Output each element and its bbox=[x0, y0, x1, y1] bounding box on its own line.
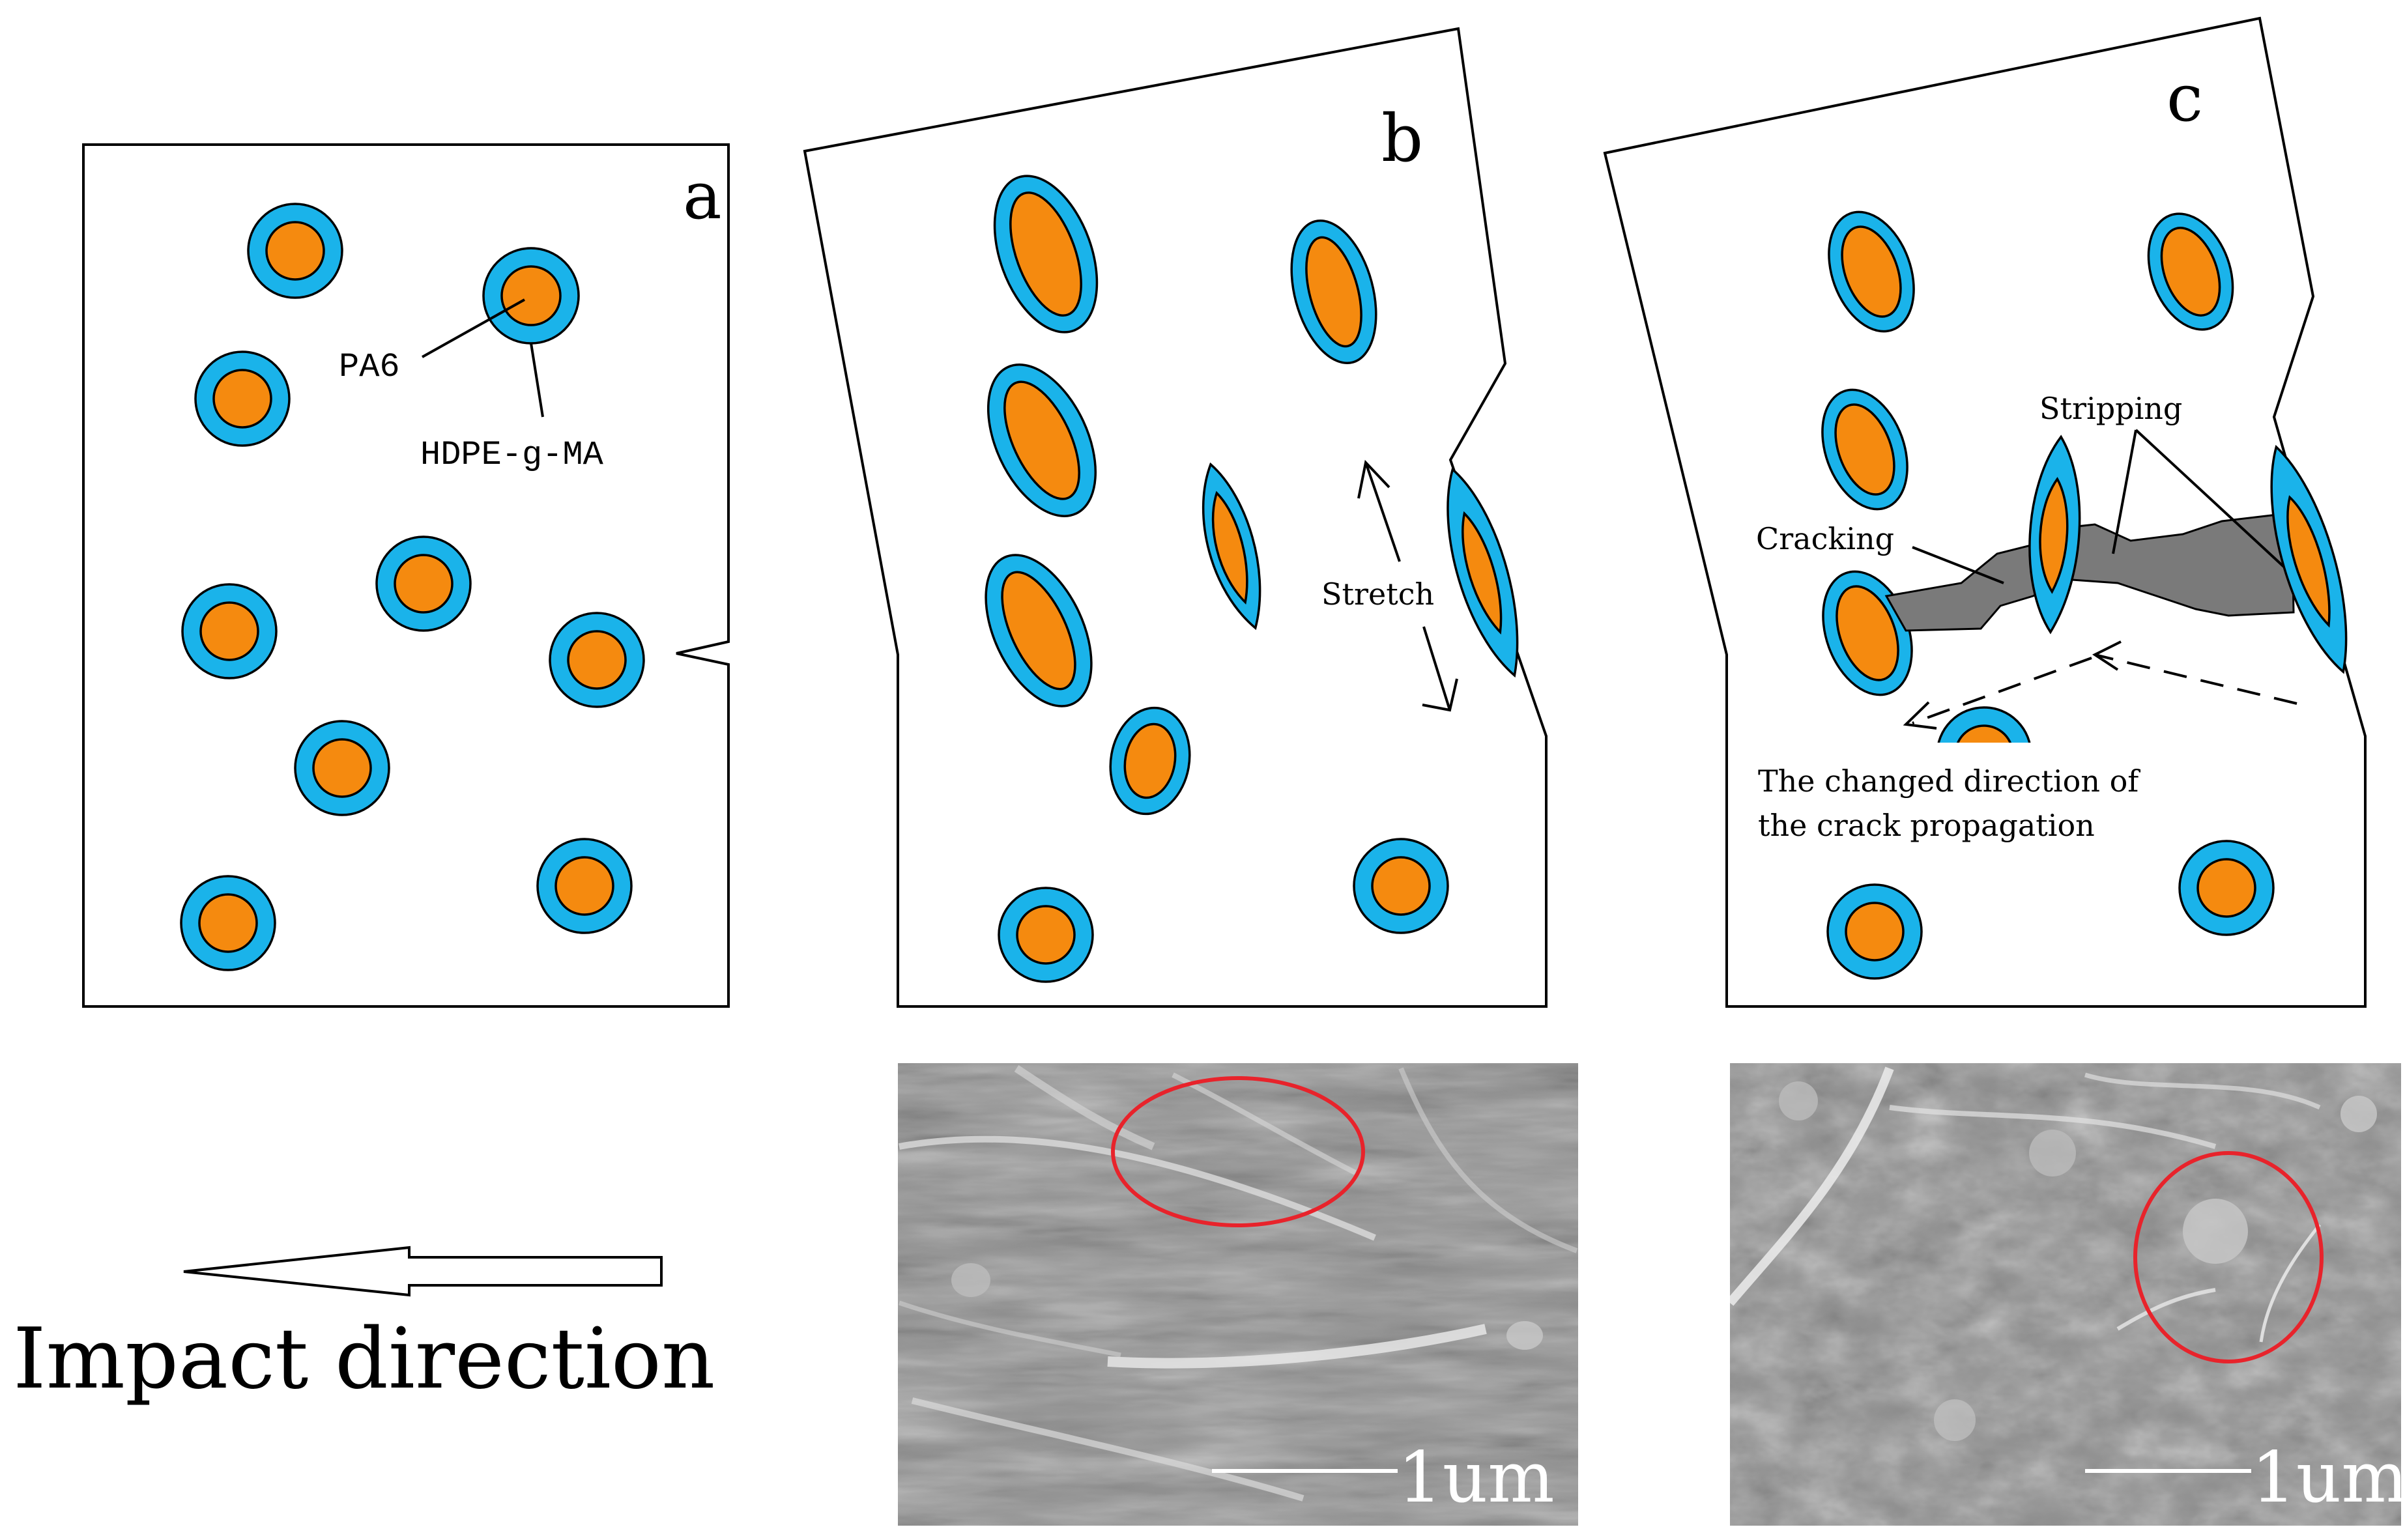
panel-a: a PA6 HDPE-g-MA bbox=[82, 143, 730, 1008]
impact-label: Impact direction bbox=[13, 1311, 715, 1408]
particle bbox=[181, 583, 278, 679]
stripping-leader bbox=[2135, 429, 2285, 568]
direction-arrow-head bbox=[1903, 701, 1937, 730]
particle bbox=[986, 364, 1097, 517]
particle bbox=[2178, 840, 2275, 936]
stretch-arrow-shaft bbox=[1422, 626, 1451, 711]
particle bbox=[985, 554, 1093, 707]
direction-arrow bbox=[2094, 653, 2297, 705]
impact-direction: Impact direction bbox=[13, 1246, 715, 1408]
particle bbox=[993, 175, 1099, 334]
particle bbox=[1290, 219, 1377, 365]
particle bbox=[1353, 838, 1449, 934]
particle bbox=[294, 720, 390, 816]
particle bbox=[375, 535, 472, 632]
hdpe-leader bbox=[530, 343, 544, 418]
particle bbox=[1447, 467, 1519, 678]
particle bbox=[1828, 210, 1915, 333]
stretch-arrow-shaft bbox=[1364, 462, 1401, 562]
particle bbox=[549, 612, 645, 708]
cracking-leader bbox=[1912, 546, 2004, 584]
particle bbox=[2270, 444, 2348, 674]
particle bbox=[482, 247, 580, 345]
direction-arrow bbox=[1912, 657, 2092, 724]
sem-image-b: 1um bbox=[898, 1063, 1578, 1526]
stripping-label: Stripping bbox=[2039, 391, 2182, 426]
particle bbox=[1826, 883, 1923, 980]
direction-label-line2: the crack propagation bbox=[1758, 808, 2095, 843]
panel-c: c Stripping Cracking The changed directi… bbox=[1603, 16, 2367, 1008]
panel-b: b Stretch bbox=[803, 27, 1548, 1008]
panel-b-letter: b bbox=[1381, 100, 1423, 177]
highlight-circle bbox=[2133, 1151, 2324, 1363]
panel-a-letter: a bbox=[683, 158, 722, 234]
particle bbox=[998, 887, 1094, 983]
sem-image-c: 1um bbox=[1730, 1063, 2405, 1526]
stretch-arrow-up-head bbox=[1357, 459, 1390, 499]
highlight-circle bbox=[1111, 1076, 1365, 1227]
impact-arrow bbox=[183, 1246, 663, 1297]
pa6-leader bbox=[422, 298, 525, 358]
particle bbox=[1202, 462, 1261, 631]
label-background bbox=[1732, 743, 2318, 834]
panel-c-letter: c bbox=[2167, 60, 2203, 136]
pa6-label: PA6 bbox=[339, 348, 400, 386]
stretch-arrow-down-head bbox=[1422, 678, 1458, 712]
particle bbox=[536, 838, 633, 934]
particle bbox=[2028, 435, 2081, 635]
direction-arrow-head bbox=[2092, 640, 2122, 671]
cracking-label: Cracking bbox=[1756, 521, 1894, 556]
scale-label: 1um bbox=[1398, 1437, 1555, 1519]
particle bbox=[194, 350, 291, 447]
particle bbox=[180, 875, 276, 971]
particle bbox=[2147, 212, 2234, 331]
stretch-label: Stretch bbox=[1321, 577, 1434, 612]
particle bbox=[1109, 706, 1191, 816]
hdpe-label: HDPE-g-MA bbox=[420, 436, 604, 474]
scale-label: 1um bbox=[2251, 1437, 2405, 1519]
direction-label-line1: The changed direction of bbox=[1758, 763, 2140, 799]
stripping-leader bbox=[2112, 429, 2137, 554]
particle bbox=[1821, 388, 1908, 511]
particle bbox=[247, 203, 343, 299]
